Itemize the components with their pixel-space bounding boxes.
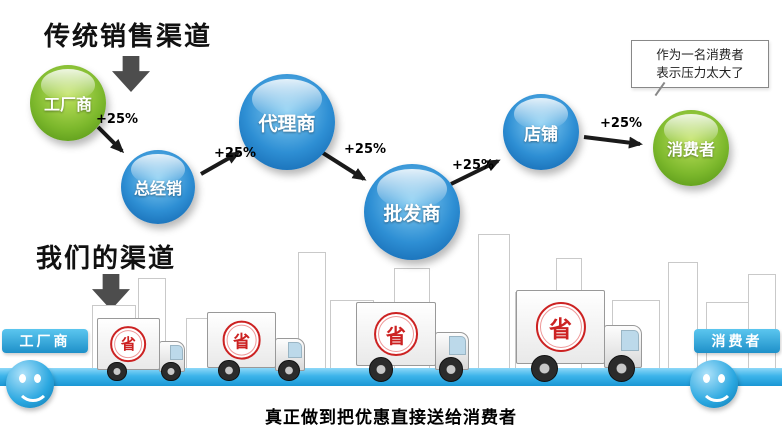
save-badge-label: 省 (120, 335, 136, 354)
node-label: 消费者 (666, 140, 715, 159)
delivery-truck: 省 (97, 318, 189, 382)
delivery-truck: 省 (356, 302, 474, 382)
truck-wheel-icon (438, 357, 463, 382)
increment-label: +25% (452, 158, 495, 173)
truck-cargo-box: 省 (356, 302, 436, 367)
node-agent: 代理商 (239, 74, 335, 170)
smiley-mouth (700, 368, 734, 402)
save-badge: 省 (535, 301, 586, 353)
delivery-truck: 省 (516, 290, 648, 382)
building (298, 252, 326, 372)
node-label: 店铺 (524, 124, 558, 145)
node-label: 总经销 (133, 179, 182, 198)
node-wholesaler: 批发商 (364, 164, 460, 260)
increment-label: +25% (344, 142, 387, 157)
increment-label: +25% (96, 112, 139, 127)
traditional-channel-title: 传统销售渠道 (44, 22, 213, 52)
delivery-road (0, 368, 782, 386)
node-general-distributor: 总经销 (121, 150, 195, 224)
consumer-banner: 消费者 (694, 329, 780, 353)
truck-cargo-box: 省 (97, 318, 160, 370)
truck-cargo-box: 省 (516, 290, 606, 364)
save-badge-label: 省 (549, 316, 573, 343)
callout-line1: 作为一名消费者 (656, 47, 744, 62)
truck-wheel-icon (608, 354, 636, 382)
bottom-caption: 真正做到把优惠直接送给消费者 (265, 408, 517, 428)
truck-cab (604, 324, 643, 369)
building (748, 274, 776, 372)
consumer-pressure-callout: 作为一名消费者 表示压力太大了 (631, 40, 769, 89)
callout-line2: 表示压力太大了 (656, 65, 744, 81)
truck-windshield (287, 341, 303, 359)
increment-label: +25% (214, 146, 257, 161)
smiley-mouth (16, 368, 50, 402)
factory-banner: 工厂商 (2, 329, 88, 353)
truck-windshield (169, 345, 183, 361)
node-factory: 工厂商 (30, 65, 106, 141)
truck-wheel-icon (161, 361, 181, 382)
delivery-truck: 省 (207, 312, 309, 382)
truck-cargo-box: 省 (207, 312, 277, 369)
node-shop: 店铺 (503, 94, 579, 170)
save-badge-label: 省 (385, 323, 406, 348)
node-label: 批发商 (383, 202, 441, 225)
smiley-face-icon (690, 360, 738, 408)
truck-wheel-icon (278, 359, 300, 382)
save-badge: 省 (222, 320, 262, 360)
truck-windshield (620, 329, 639, 351)
truck-windshield (449, 336, 466, 355)
save-badge: 省 (373, 312, 418, 357)
truck-wheel-icon (218, 359, 240, 382)
node-label: 工厂商 (43, 95, 92, 114)
building (668, 262, 698, 372)
truck-wheel-icon (368, 357, 394, 382)
save-badge: 省 (110, 325, 147, 362)
increment-label: +25% (600, 116, 643, 131)
node-label: 代理商 (258, 112, 316, 135)
smiley-face-icon (6, 360, 54, 408)
truck-wheel-icon (107, 361, 127, 382)
building (478, 234, 510, 372)
save-badge-label: 省 (233, 332, 251, 353)
node-consumer: 消费者 (653, 110, 729, 186)
truck-wheel-icon (530, 354, 558, 382)
our-channel-title: 我们的渠道 (36, 244, 177, 274)
